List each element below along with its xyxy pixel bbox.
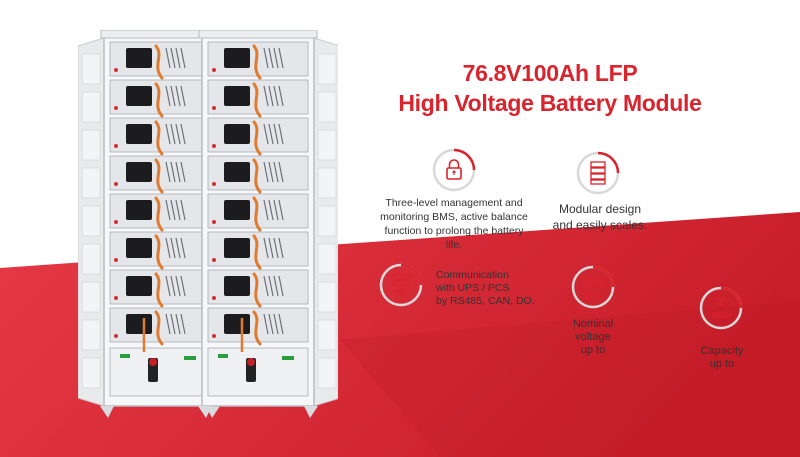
communication-line-2: with UPS / PCS [436,282,510,294]
voltage-description: Nominal voltage up to [563,318,623,357]
voltage-unit: VDC [584,290,602,300]
voltage-line-1: Nominal [572,318,614,330]
bms-line-1: Three-level management and [385,197,523,209]
voltage-value: 1000 [579,276,607,290]
capacity-line-2: up to [709,358,735,370]
capacity-value: 2 [717,294,725,309]
capacity-description: Capacity up to [690,345,754,371]
server-network-icon [392,273,410,296]
capacity-ring [699,286,743,330]
capacity-unit: MWh [710,310,732,320]
communication-line-3: by RS485, CAN, DO. [436,295,535,307]
lock-icon [446,159,462,180]
communication-line-1: Communication [436,269,509,281]
communication-description: Communication with UPS / PCS by RS485, C… [436,269,556,308]
modular-line-1: Modular design [558,202,642,216]
voltage-ring [571,265,615,309]
battery-rack-illustration [78,30,338,418]
bms-line-2: monitoring BMS, active balance [380,211,528,223]
voltage-line-2: voltage [575,331,611,343]
bms-ring [432,148,476,192]
battery-stack-icon [590,161,606,185]
voltage-line-3: up to [580,344,606,356]
modular-ring [576,151,620,195]
modular-description: Modular design and easily scales. [545,201,655,233]
modular-line-2: and easily scales. [552,218,648,232]
page-title-line-2: High Voltage Battery Module [398,90,702,116]
bms-line-3: function to prolong the battery life. [384,225,524,251]
page-title-line-1: 76.8V100Ah LFP [462,60,638,86]
battery-cabinet [198,30,338,418]
capacity-line-1: Capacity [700,345,744,357]
battery-cabinet [78,30,220,418]
communication-ring [379,263,423,307]
bms-description: Three-level management and monitoring BM… [375,196,533,252]
